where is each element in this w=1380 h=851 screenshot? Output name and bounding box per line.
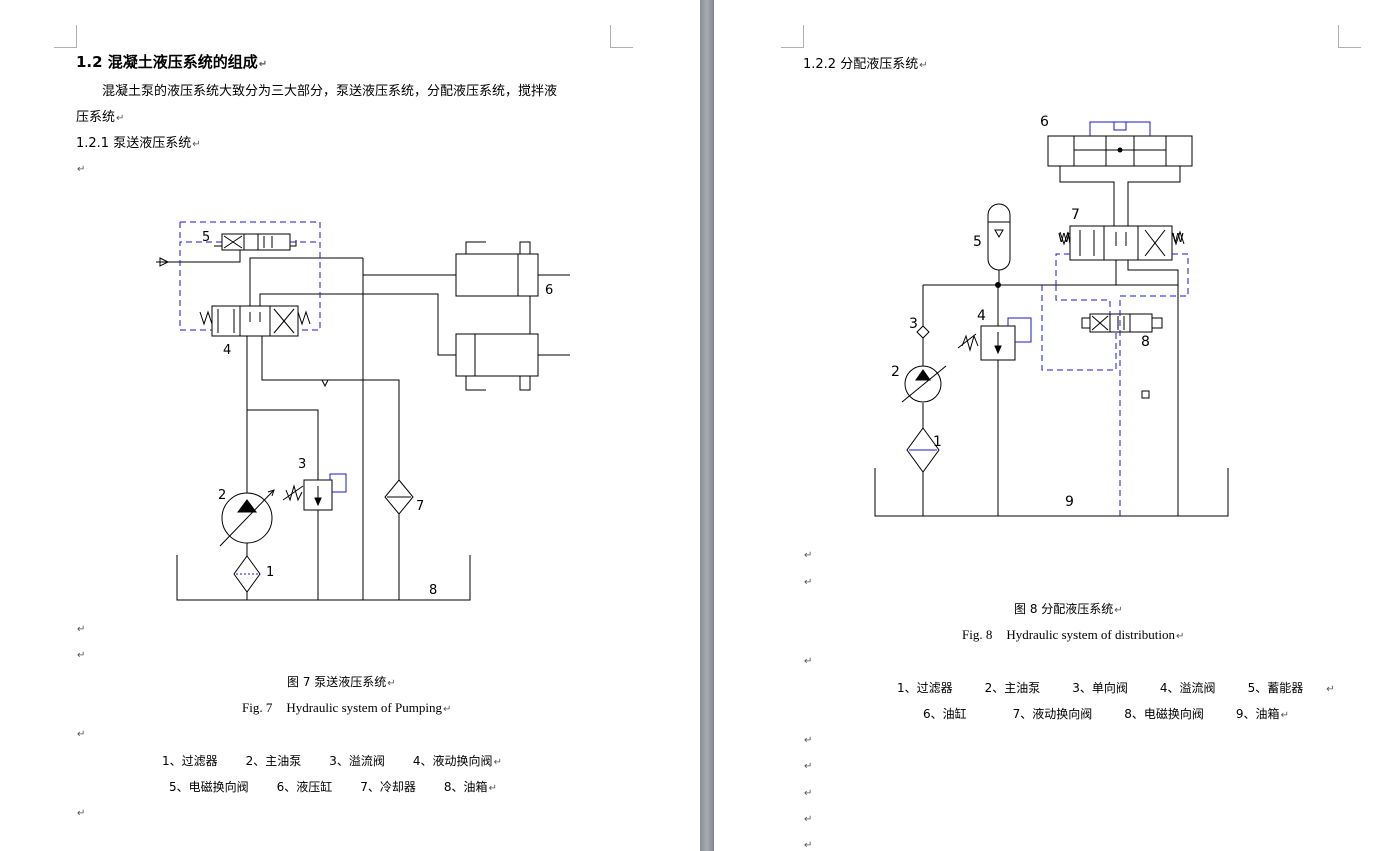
paragraph-mark: ↵ (77, 624, 86, 635)
spring-label-right: W (1172, 231, 1184, 245)
paragraph-mark: ↵ (804, 656, 813, 667)
label-7: 7 (1071, 207, 1080, 223)
paragraph-mark: ↵ (804, 735, 813, 746)
crop-mark-top-left (781, 25, 804, 48)
paragraph-mark: ↵ (77, 808, 86, 819)
label-8: 8 (1141, 334, 1150, 350)
body-paragraph-line-2[interactable]: 压系统↵ (76, 110, 125, 125)
left-page: 1.2 混凝土液压系统的组成↵ 混凝土泵的液压系统大致分为三大部分，泵送液压系统… (54, 25, 633, 819)
figure-caption-cn[interactable]: 图 8 分配液压系统↵ (1014, 602, 1123, 616)
label-1: 1 (266, 565, 274, 580)
label-7: 7 (416, 499, 424, 514)
paragraph-mark: ↵ (804, 814, 813, 825)
subsection-heading[interactable]: 1.2.1 泵送液压系统↵ (76, 136, 201, 151)
label-2: 2 (218, 488, 226, 503)
spring-label-left: W (1058, 231, 1070, 245)
label-8: 8 (429, 583, 437, 598)
label-6: 6 (1040, 114, 1049, 130)
label-2: 2 (891, 364, 900, 380)
paragraph-mark: ↵ (804, 840, 813, 851)
paragraph-mark: ↵ (804, 788, 813, 799)
paragraph-mark: ↵ (804, 577, 813, 588)
label-5: 5 (973, 234, 982, 250)
right-page: 1.2.2 分配液压系统↵ (714, 0, 1380, 851)
label-6: 6 (545, 283, 553, 298)
crop-mark-top-left (54, 25, 77, 48)
label-4: 4 (223, 343, 231, 358)
pumping-hydraulic-diagram: 5 6 4 3 2 7 1 8 (156, 221, 570, 601)
label-4: 4 (977, 308, 986, 324)
body-paragraph-line-1[interactable]: 混凝土泵的液压系统大致分为三大部分，泵送液压系统，分配液压系统，搅拌液 (102, 84, 558, 99)
paragraph-mark: ↵ (77, 164, 86, 175)
figure-caption-cn[interactable]: 图 7 泵送液压系统↵ (287, 675, 396, 689)
paragraph-mark: ↵ (804, 761, 813, 772)
paragraph-mark: ↵ (77, 729, 86, 740)
label-5: 5 (202, 230, 210, 245)
paragraph-mark: ↵ (77, 650, 86, 661)
distribution-hydraulic-diagram: W W 6 7 5 4 3 8 2 1 9 (874, 114, 1229, 517)
paragraph-mark: ↵ (804, 550, 813, 561)
crop-mark-top-right (610, 25, 633, 48)
label-3: 3 (298, 457, 306, 472)
section-heading[interactable]: 1.2 混凝土液压系统的组成↵ (76, 53, 268, 71)
crop-mark-top-right (1338, 25, 1361, 48)
subsection-heading[interactable]: 1.2.2 分配液压系统↵ (803, 57, 928, 72)
label-9: 9 (1065, 494, 1074, 510)
label-1: 1 (933, 434, 942, 450)
page-gutter (700, 0, 714, 851)
label-3: 3 (909, 316, 918, 332)
